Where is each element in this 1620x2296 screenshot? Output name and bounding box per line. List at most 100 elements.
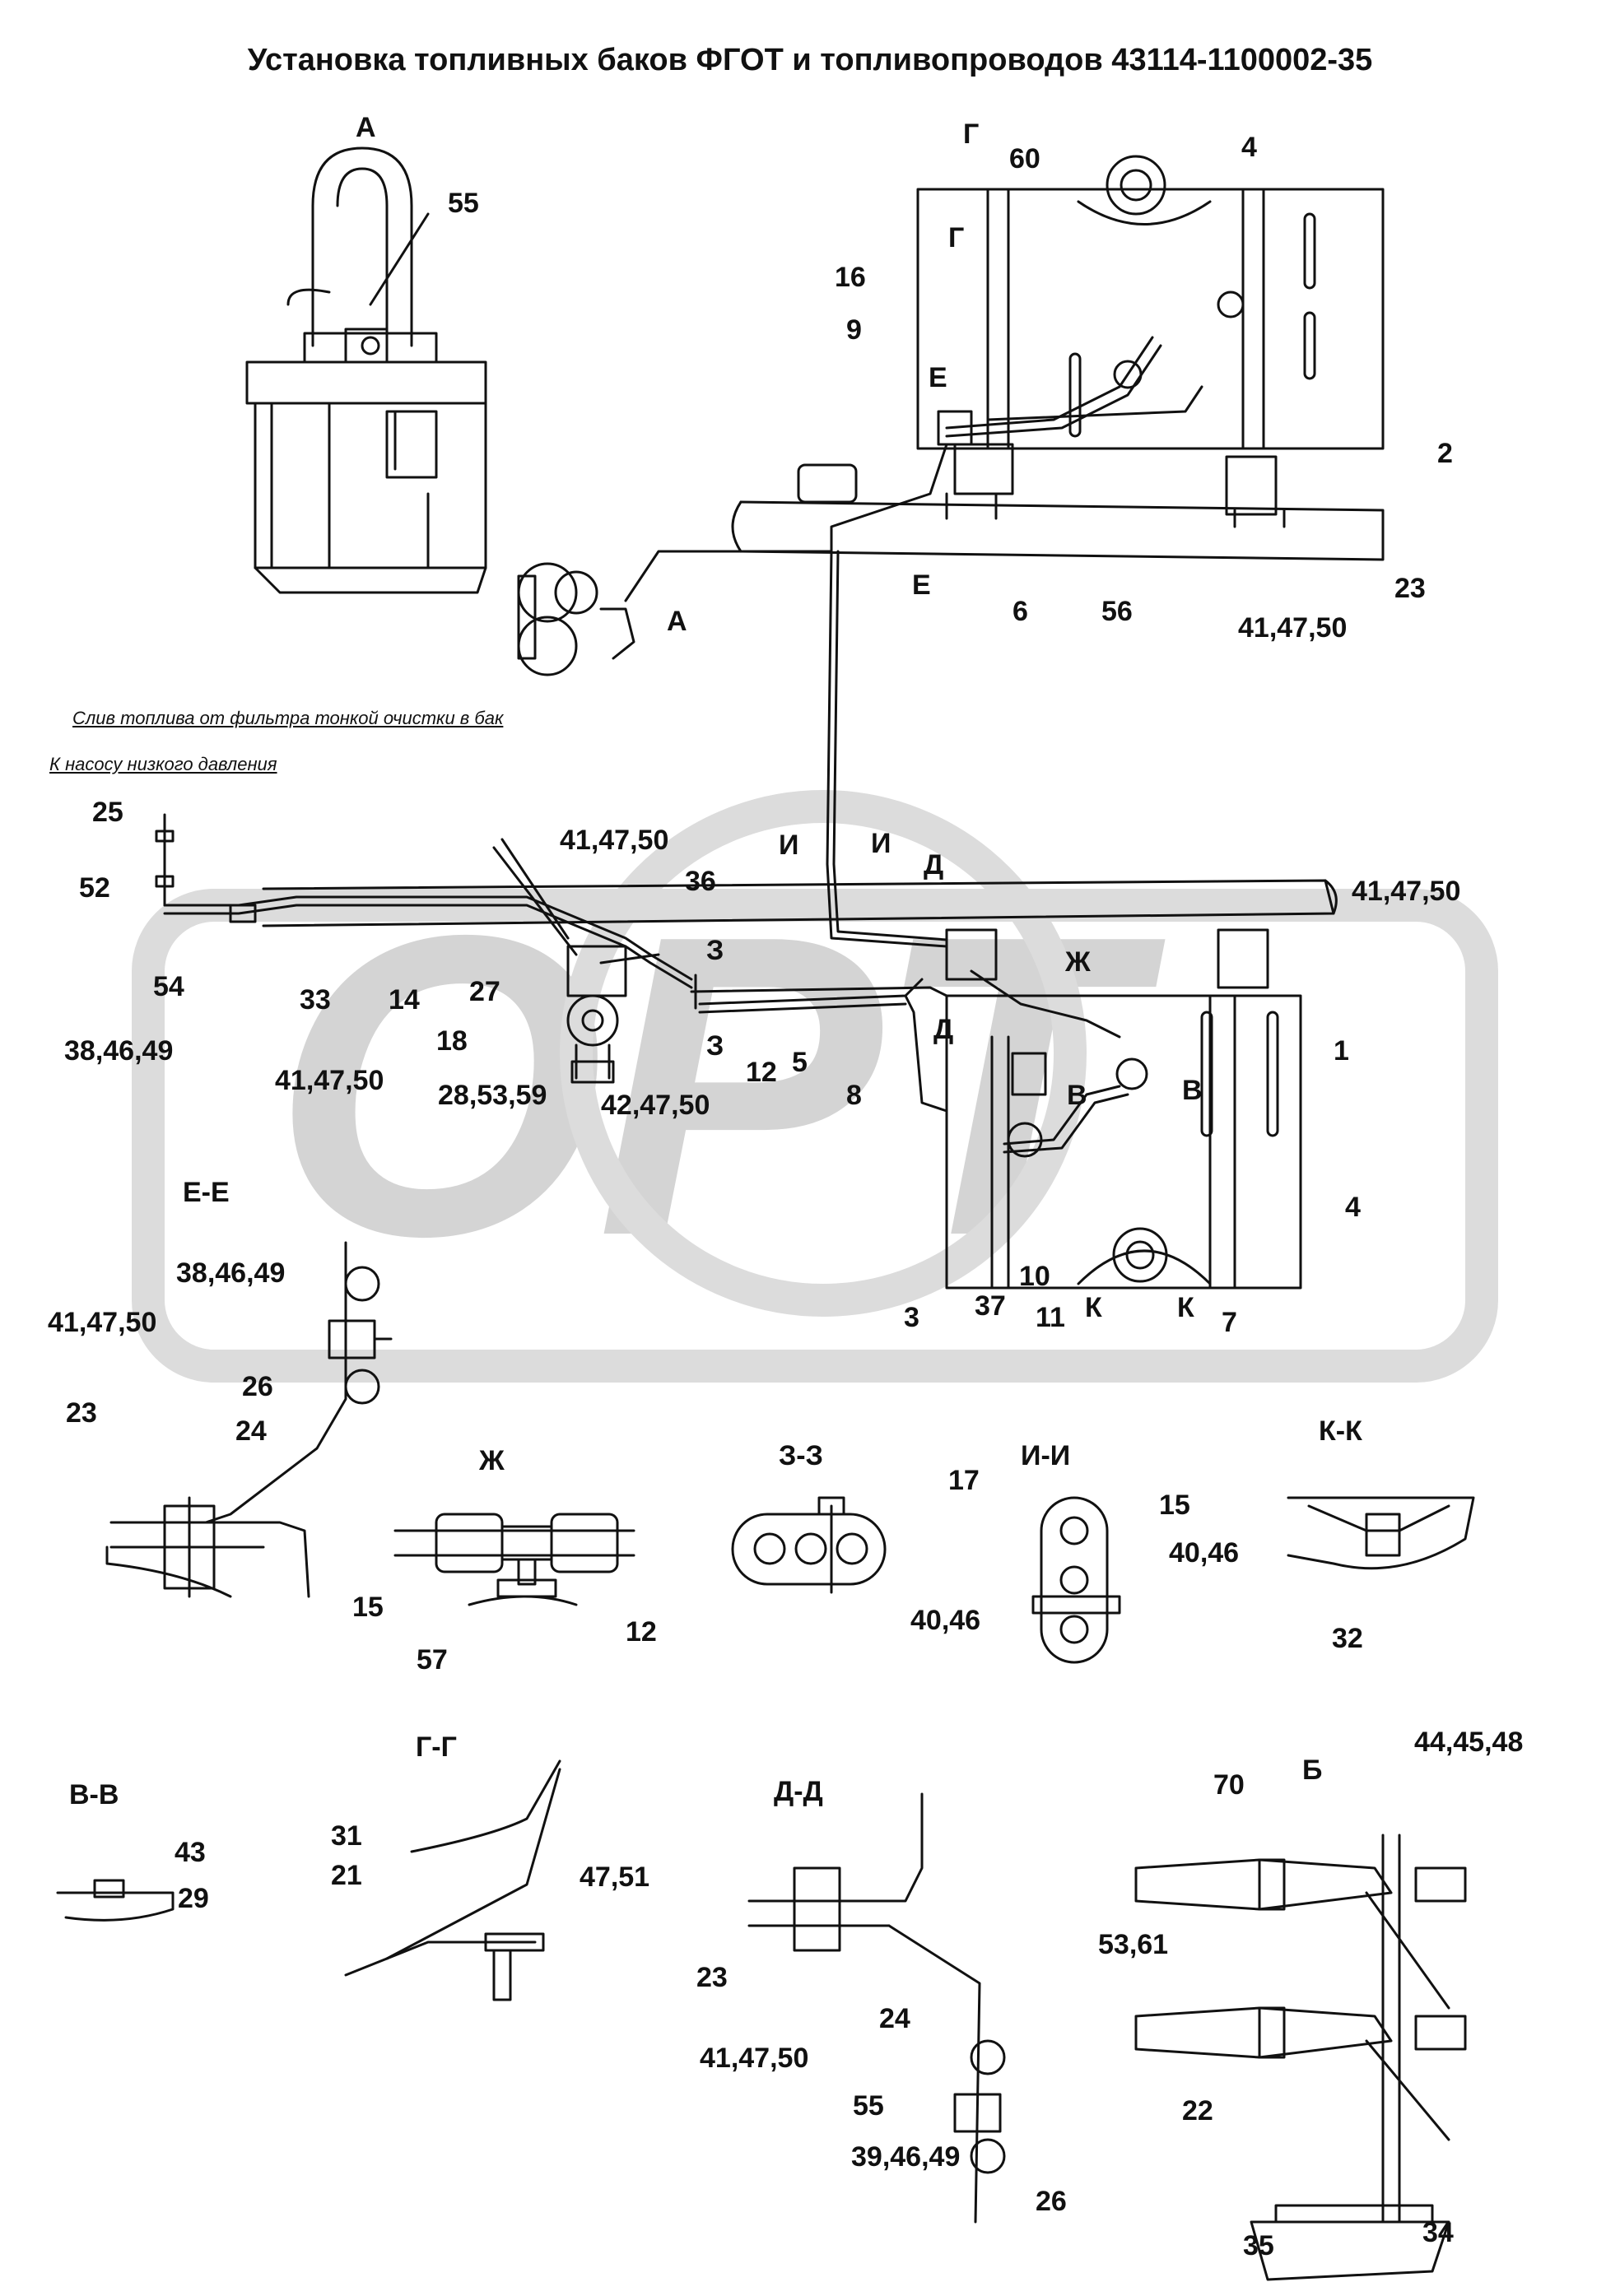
section-mark-z-bottom: З bbox=[706, 1030, 724, 1062]
section-mark-d-side: Д bbox=[933, 1014, 954, 1045]
callout-34: 34 bbox=[1422, 2217, 1454, 2248]
callout-10: 10 bbox=[1019, 1261, 1050, 1292]
callout-41-47-50-upper: 41,47,50 bbox=[1238, 612, 1348, 644]
section-mark-d-top: Д bbox=[924, 849, 944, 881]
section-mark-e-upper: Е bbox=[929, 362, 947, 393]
callout-37: 37 bbox=[975, 1290, 1006, 1322]
view-ee-title: Е-Е bbox=[183, 1177, 230, 1208]
upper-fuel-tank bbox=[916, 155, 1385, 516]
callout-53-61: 53,61 bbox=[1098, 1929, 1169, 1960]
callout-24-ee: 24 bbox=[235, 1415, 267, 1447]
callout-41-47-50-mid-b: 41,47,50 bbox=[1352, 876, 1461, 907]
view-ee-drawing bbox=[105, 1241, 393, 1598]
view-b-drawing bbox=[1134, 1834, 1467, 2281]
section-mark-a: А bbox=[667, 606, 687, 637]
callout-41-47-50-ee: 41,47,50 bbox=[48, 1307, 157, 1338]
callout-15-zh: 15 bbox=[352, 1592, 384, 1623]
view-zz-title: З-З bbox=[779, 1440, 823, 1471]
callout-21: 21 bbox=[331, 1860, 362, 1891]
callout-42-47-50: 42,47,50 bbox=[601, 1090, 710, 1121]
section-mark-k-right: К bbox=[1177, 1292, 1194, 1323]
callout-32: 32 bbox=[1332, 1623, 1363, 1654]
section-mark-g-side: Г bbox=[948, 222, 965, 253]
coarse-filter bbox=[517, 562, 635, 676]
callout-6: 6 bbox=[1012, 596, 1028, 627]
callout-35: 35 bbox=[1243, 2230, 1274, 2261]
view-dd-drawing bbox=[747, 1792, 1006, 2224]
pump-note: К насосу низкого давления bbox=[49, 754, 277, 774]
callout-28-53-59: 28,53,59 bbox=[438, 1080, 547, 1111]
callout-23-ee: 23 bbox=[66, 1397, 97, 1429]
callout-54: 54 bbox=[153, 971, 184, 1002]
callout-23-upper: 23 bbox=[1394, 573, 1426, 604]
upper-pipes bbox=[624, 443, 948, 948]
callout-52: 52 bbox=[79, 872, 110, 904]
callout-25: 25 bbox=[92, 797, 123, 828]
callout-24-dd: 24 bbox=[879, 2003, 910, 2034]
view-ii-title: И-И bbox=[1021, 1440, 1071, 1471]
section-mark-z-top: З bbox=[706, 935, 724, 966]
callout-29: 29 bbox=[178, 1883, 209, 1914]
drain-note: Слив топлива от фильтра тонкой очистки в… bbox=[72, 708, 504, 728]
callout-43: 43 bbox=[175, 1837, 206, 1868]
view-gg-title: Г-Г bbox=[416, 1731, 457, 1763]
view-vv-drawing bbox=[56, 1879, 175, 1922]
callout-18: 18 bbox=[436, 1025, 468, 1057]
callout-23-dd: 23 bbox=[696, 1962, 728, 1993]
section-mark-g-top: Г bbox=[963, 119, 980, 150]
callout-5: 5 bbox=[792, 1047, 808, 1078]
callout-39-46-49: 39,46,49 bbox=[851, 2141, 961, 2173]
callout-41-47-50-mid-a: 41,47,50 bbox=[560, 825, 669, 856]
page-title: Установка топливных баков ФГОТ и топливо… bbox=[247, 43, 1373, 77]
callout-40-46-zz: 40,46 bbox=[910, 1605, 981, 1636]
callout-55-dd: 55 bbox=[853, 2090, 884, 2122]
callout-26-dd: 26 bbox=[1036, 2186, 1067, 2217]
section-mark-v-left: В bbox=[1067, 1080, 1087, 1111]
section-mark-v-right: В bbox=[1182, 1075, 1203, 1106]
callout-14: 14 bbox=[389, 984, 420, 1016]
callout-8: 8 bbox=[846, 1080, 862, 1111]
view-zz-drawing bbox=[731, 1496, 887, 1594]
callout-4-upper: 4 bbox=[1241, 132, 1257, 163]
section-mark-k-left: К bbox=[1085, 1292, 1102, 1323]
fine-filter bbox=[566, 945, 627, 1084]
callout-16: 16 bbox=[835, 262, 866, 293]
view-kk-title: К-К bbox=[1319, 1415, 1362, 1447]
view-a-title: А bbox=[356, 112, 376, 143]
callout-56: 56 bbox=[1101, 596, 1133, 627]
callout-55-a: 55 bbox=[448, 188, 479, 219]
callout-38-46-49-ee: 38,46,49 bbox=[176, 1257, 286, 1289]
view-a-drawing bbox=[245, 146, 487, 594]
callout-1: 1 bbox=[1334, 1035, 1349, 1067]
callout-12-zh: 12 bbox=[626, 1616, 657, 1648]
callout-2: 2 bbox=[1437, 438, 1453, 469]
section-mark-e-lower: Е bbox=[912, 569, 931, 601]
view-b-title: Б bbox=[1302, 1755, 1323, 1786]
callout-9: 9 bbox=[846, 314, 862, 346]
callout-12-mid: 12 bbox=[746, 1057, 777, 1088]
main-fuel-line bbox=[155, 813, 1338, 1113]
callout-60: 60 bbox=[1009, 143, 1040, 174]
callout-70: 70 bbox=[1213, 1769, 1245, 1801]
upper-frame-rail bbox=[731, 463, 1385, 561]
lower-fuel-tank bbox=[945, 928, 1302, 1290]
callout-38-46-49-mid: 38,46,49 bbox=[64, 1035, 174, 1067]
callout-22: 22 bbox=[1182, 2095, 1213, 2126]
callout-17: 17 bbox=[948, 1465, 980, 1496]
callout-41-47-50-dd: 41,47,50 bbox=[700, 2043, 809, 2074]
callout-3: 3 bbox=[904, 1302, 919, 1333]
callout-33: 33 bbox=[300, 984, 331, 1016]
callout-27: 27 bbox=[469, 976, 500, 1007]
callout-41-47-50-mid-c: 41,47,50 bbox=[275, 1065, 384, 1096]
callout-26-ee: 26 bbox=[242, 1371, 273, 1402]
view-zh-title: Ж bbox=[479, 1445, 505, 1476]
callout-57: 57 bbox=[417, 1644, 448, 1676]
callout-36: 36 bbox=[685, 866, 716, 897]
callout-4-lower: 4 bbox=[1345, 1192, 1361, 1223]
callout-40-46-ii: 40,46 bbox=[1169, 1537, 1240, 1569]
callout-44-45-48: 44,45,48 bbox=[1414, 1727, 1524, 1758]
callout-7: 7 bbox=[1222, 1307, 1237, 1338]
view-dd-title: Д-Д bbox=[774, 1776, 823, 1807]
view-zh-drawing bbox=[393, 1513, 635, 1606]
